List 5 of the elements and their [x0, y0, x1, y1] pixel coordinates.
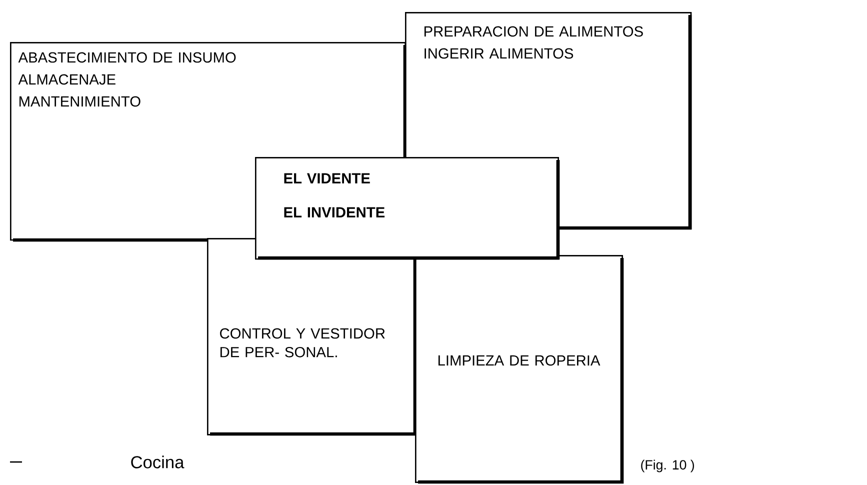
text-box: EL VIDENTE EL INVIDENTE	[255, 157, 560, 260]
label: Cocina	[131, 456, 184, 468]
label: (Fig. 10 )	[641, 460, 694, 472]
text-box: CONTROL Y VESTIDOR DE PER- SONAL.	[207, 238, 417, 436]
text-box: LIMPIEZA DE ROPERIA	[415, 255, 624, 484]
